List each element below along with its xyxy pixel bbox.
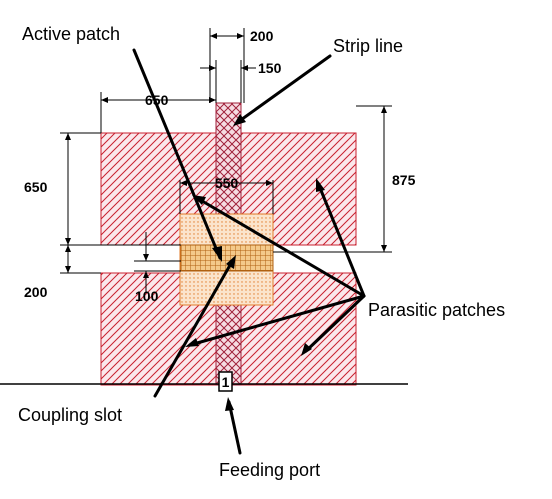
- label-active-patch: Active patch: [22, 24, 120, 44]
- dim-650-horizontal: 650: [145, 92, 169, 108]
- dimension-arrowheads: [65, 33, 387, 278]
- feeding-port-box: [218, 371, 233, 392]
- dim-100: 100: [135, 288, 159, 304]
- label-parasitic-patches: Parasitic patches: [368, 300, 505, 320]
- label-coupling-slot: Coupling slot: [18, 405, 122, 425]
- dim-150: 150: [258, 60, 282, 76]
- feeding-port-number: 1: [222, 374, 230, 390]
- label-strip-line: Strip line: [333, 36, 403, 56]
- coupling-slot: [180, 244, 274, 272]
- dim-200-top: 200: [250, 28, 274, 44]
- dim-875: 875: [392, 172, 416, 188]
- dim-650-vertical: 650: [24, 179, 48, 195]
- label-feeding-port: Feeding port: [219, 460, 320, 480]
- pointer-arrowheads: [185, 114, 325, 411]
- pointer-arrows: [132, 48, 366, 455]
- dim-550: 550: [215, 175, 239, 191]
- dim-200-left: 200: [24, 284, 48, 300]
